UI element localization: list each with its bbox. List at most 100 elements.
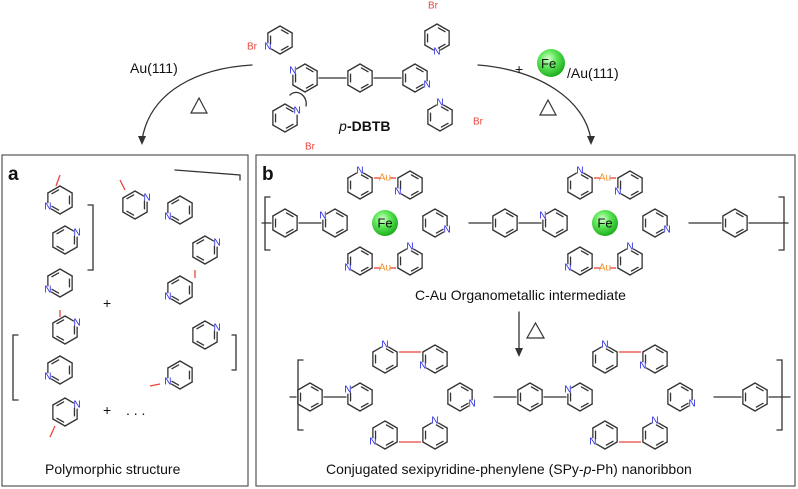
repeat-bracket	[231, 334, 237, 371]
pyridine-ring-edge	[179, 195, 193, 204]
pyridine-ring-edge	[422, 422, 433, 429]
pyridine-ring-double-bond	[655, 348, 664, 354]
pyridine-ring-double-bond	[460, 386, 469, 392]
central-pyridine-ring-double-bond	[415, 67, 424, 73]
product-caption-italic: p	[583, 461, 592, 477]
pyridine-ring-edge	[400, 193, 411, 200]
pyridine-ring-edge	[422, 441, 436, 450]
pyridine-ring-edge	[347, 403, 361, 412]
pyridine-ring-double-bond	[655, 228, 664, 234]
pyridine-ring-double-bond	[171, 215, 180, 221]
pyridine-ring-edge	[347, 191, 361, 200]
nitrogen-atom-label: N	[344, 385, 351, 396]
pyridine-ring-double-bond	[51, 189, 60, 195]
phenylene-ring-edge	[722, 229, 736, 238]
nitrogen-atom-label: N	[419, 361, 426, 372]
nitrogen-atom-label: N	[344, 263, 351, 274]
pyridine-ring-edge	[582, 172, 593, 179]
pyridine-ring-edge	[372, 346, 383, 353]
nitrogen-atom-label: N	[626, 242, 633, 253]
product-caption: Conjugated sexipyridine-phenylene (SPy-p…	[326, 461, 692, 477]
pyridine-ring-double-bond	[56, 319, 65, 325]
nitrogen-atom-label: N	[601, 340, 608, 351]
pyridine-ring-edge	[50, 208, 61, 215]
pyridine-ring-edge	[334, 229, 348, 238]
pyridine-ring-edge	[372, 420, 386, 429]
pyridine-ring-edge	[579, 191, 593, 200]
phenylene-ring-edge	[722, 208, 736, 217]
pyridine-ring-edge	[170, 218, 181, 225]
pyridine-ring-edge	[679, 382, 693, 391]
pyridine-ring-edge	[372, 365, 386, 374]
phenylene-ring-double-bond	[310, 402, 319, 408]
pyridine-ring-double-bond	[630, 266, 639, 272]
nitrogen-atom-label: N	[294, 106, 301, 117]
pyridine-ring-edge	[170, 383, 181, 390]
pyridine-ring-double-bond	[171, 380, 180, 386]
nitrogen-atom-label: N	[44, 372, 51, 383]
pyridine-ring-double-bond	[435, 212, 444, 218]
pyridine-ring-double-bond	[655, 212, 664, 218]
nitrogen-atom-label: N	[539, 211, 546, 222]
new-cc-bond	[119, 179, 126, 191]
pyridine-ring-edge	[436, 23, 450, 32]
pyridine-ring-edge	[632, 248, 643, 255]
pyridine-ring-edge	[192, 341, 206, 350]
pyridine-ring-double-bond	[555, 212, 564, 218]
nitrogen-atom-label: N	[689, 399, 696, 410]
pyridine-ring-edge	[412, 248, 423, 255]
pyridine-ring-edge	[359, 382, 373, 391]
nitrogen-atom-label: N	[576, 166, 583, 177]
pyridine-ring-double-bond	[580, 174, 589, 180]
pyridine-ring-edge	[442, 104, 453, 111]
pyridine-ring-edge	[567, 191, 581, 200]
bromine-atom-label: Br	[305, 142, 316, 153]
pyridine-ring-edge	[59, 376, 73, 385]
pyridine-ring-edge	[459, 382, 473, 391]
pyridine-ring-edge	[325, 208, 336, 215]
fe-atom-sphere-icon	[537, 49, 565, 77]
pyridine-ring-double-bond	[385, 424, 394, 430]
pyridine-ring-double-bond	[126, 194, 135, 200]
nitrogen-atom-label: N	[289, 66, 296, 77]
pyridine-ring-edge	[59, 206, 73, 215]
reactant-prefix: p	[338, 118, 347, 134]
pyridine-ring-edge	[422, 229, 436, 238]
pyridine-ring-edge	[167, 195, 181, 204]
pyridine-ring-edge	[192, 320, 206, 329]
pyridine-ring-double-bond	[580, 386, 589, 392]
pyridine-ring-double-bond	[437, 27, 446, 33]
pyridine-ring-double-bond	[280, 45, 289, 51]
nitrogen-atom-label: N	[164, 292, 171, 303]
pyridine-ring-edge	[204, 341, 218, 350]
pyridine-ring-double-bond	[171, 279, 180, 285]
phenylene-ring-edge	[492, 208, 506, 217]
pyridine-ring-edge	[439, 44, 450, 51]
new-cc-bond	[49, 425, 56, 438]
pyridine-ring-edge	[434, 231, 445, 238]
pyridine-ring-edge	[427, 104, 438, 111]
pyridine-ring-double-bond	[410, 190, 419, 196]
pyridine-ring-double-bond	[435, 424, 444, 430]
pyridine-ring-edge	[387, 346, 398, 353]
nitrogen-atom-label: N	[431, 416, 438, 427]
nitrogen-atom-label: N	[319, 211, 326, 222]
pyridine-ring-edge	[192, 235, 206, 244]
pyridine-ring-edge	[52, 397, 66, 406]
pyridine-ring-edge	[134, 211, 148, 220]
pyridine-ring-edge	[334, 208, 348, 217]
pyridine-ring-double-bond	[51, 288, 60, 294]
nitrogen-atom-label: N	[74, 228, 81, 239]
right-reaction-arrow	[477, 64, 592, 141]
pyridine-ring-edge	[167, 360, 181, 369]
product-caption-pre: Conjugated sexipyridine-phenylene (SPy-	[326, 461, 584, 477]
pyridine-ring-double-bond	[126, 210, 135, 216]
pyridine-ring-double-bond	[280, 29, 289, 35]
pyridine-ring-edge	[604, 441, 618, 450]
pyridine-ring-edge	[359, 267, 373, 276]
pyridine-ring-edge	[570, 269, 581, 276]
pyridine-ring-edge	[620, 193, 631, 200]
pyridine-ring-double-bond	[680, 402, 689, 408]
central-pyridine-ring-edge	[402, 84, 416, 93]
